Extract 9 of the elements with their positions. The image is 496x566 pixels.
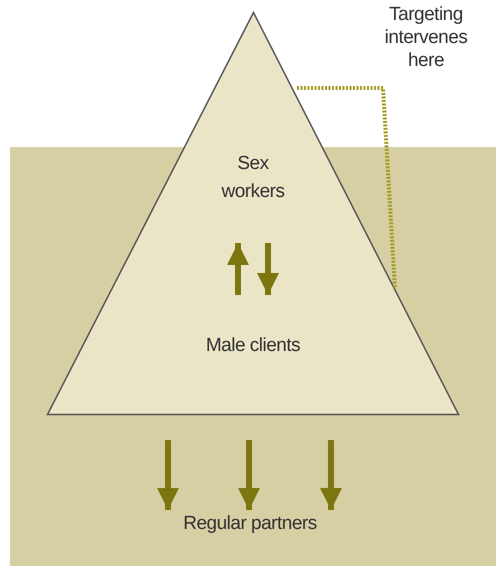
arrow bbox=[238, 440, 260, 510]
arrow bbox=[227, 243, 249, 295]
group-label: Sex workers bbox=[220, 152, 286, 204]
arrow bbox=[320, 440, 342, 510]
group-label: Regular partners bbox=[183, 512, 317, 536]
annotation-text: Targeting intervenes here bbox=[384, 4, 468, 72]
group-label: Male clients bbox=[206, 334, 300, 358]
arrow bbox=[257, 243, 279, 295]
arrow bbox=[157, 440, 179, 510]
